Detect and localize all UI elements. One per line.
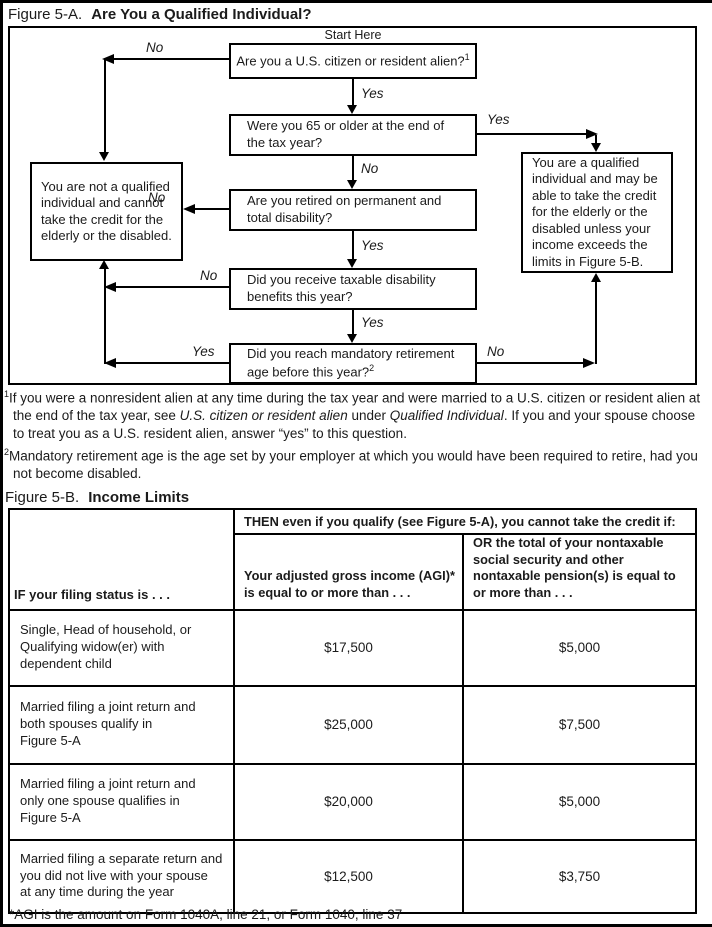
arrowhead-left-icon	[183, 204, 195, 214]
flow-question-age-65: Were you 65 or older at the end of the t…	[229, 114, 477, 156]
flow-result-not-qualified: You are not a qualified individual and c…	[30, 162, 183, 261]
no-label: No	[148, 190, 166, 205]
flow-question-disability-text: Are you retired on permanent and total d…	[247, 193, 442, 225]
figure-5a-label: Figure 5-A.	[8, 6, 83, 23]
flow-connector	[595, 282, 597, 364]
footnote-marker-1: 1	[464, 52, 470, 63]
figure-5a-heading: Are You a Qualified Individual?	[91, 6, 312, 23]
arrowhead-down-icon	[99, 152, 109, 161]
no-label: No	[361, 161, 379, 176]
filing-status-cell: Married filing a joint return and only o…	[8, 762, 235, 841]
flow-connector	[104, 268, 106, 364]
flow-result-qualified: You are a qualified individual and may b…	[521, 152, 673, 273]
nontaxable-limit-cell: $5,000	[462, 762, 697, 841]
agi-footnote: *AGI is the amount on Form 1040A, line 2…	[9, 907, 403, 922]
flow-connector	[352, 231, 354, 260]
flow-result-not-qualified-text: You are not a qualified individual and c…	[41, 178, 172, 244]
nontaxable-limit-cell: $3,750	[462, 838, 697, 914]
table-row: Single, Head of household, or Qualifying…	[8, 608, 697, 687]
arrowhead-right-icon	[583, 358, 595, 368]
yes-label: Yes	[361, 315, 384, 330]
arrowhead-down-icon	[591, 143, 601, 152]
filing-status-cell: Single, Head of household, or Qualifying…	[8, 608, 235, 687]
flow-connector	[477, 133, 588, 135]
flow-connector	[194, 208, 229, 210]
flow-connector	[352, 156, 354, 181]
flow-connector	[116, 286, 229, 288]
flow-question-mandatory-retirement-text: Did you reach mandatory retirement age b…	[247, 346, 455, 380]
flowchart-frame	[8, 26, 697, 385]
table-row: Married filing a joint return and only o…	[8, 762, 697, 841]
yes-label: Yes	[192, 344, 215, 359]
footnote-marker-2: 2	[369, 362, 375, 373]
scan-border-top	[0, 0, 712, 3]
flow-question-citizen: Are you a U.S. citizen or resident alien…	[229, 43, 477, 79]
then-header: THEN even if you qualify (see Figure 5-A…	[233, 508, 697, 535]
flow-question-mandatory-retirement: Did you reach mandatory retirement age b…	[229, 343, 477, 384]
scan-border-left	[0, 0, 3, 927]
filing-status-cell: Married filing a joint return and both s…	[8, 684, 235, 765]
arrowhead-down-icon	[347, 334, 357, 343]
footnote-2-marker: 2	[4, 447, 10, 457]
agi-limit-cell: $17,500	[233, 608, 464, 687]
flow-question-disability-benefits-text: Did you receive taxable disability benef…	[247, 272, 436, 304]
no-label: No	[146, 40, 164, 55]
flow-connector	[477, 362, 585, 364]
income-limits-table: IF your filing status is . . . THEN even…	[8, 508, 697, 914]
arrowhead-down-icon	[347, 180, 357, 189]
figure-5a-title: Figure 5-A. Are You a Qualified Individua…	[8, 6, 312, 23]
table-row: Married filing a joint return and both s…	[8, 684, 697, 765]
footnote-2: 2Mandatory retirement age is the age set…	[4, 447, 698, 482]
arrowhead-left-icon	[102, 54, 114, 64]
scan-border-bottom	[0, 924, 712, 927]
table-header-row: IF your filing status is . . . THEN even…	[8, 508, 697, 611]
flow-question-age-65-text: Were you 65 or older at the end of the t…	[247, 118, 445, 150]
arrowhead-right-icon	[586, 129, 598, 139]
table-row: Married filing a separate return and you…	[8, 838, 697, 914]
filing-status-header: IF your filing status is . . .	[8, 508, 235, 611]
arrowhead-left-icon	[104, 282, 116, 292]
flow-connector	[104, 59, 106, 153]
flow-connector	[352, 310, 354, 336]
arrowhead-left-icon	[104, 358, 116, 368]
arrowhead-down-icon	[347, 105, 357, 114]
nontaxable-header: OR the total of your nontaxable social s…	[462, 533, 697, 611]
flow-question-citizen-text: Are you a U.S. citizen or resident alien…	[236, 52, 470, 69]
figure-5b-heading: Income Limits	[88, 489, 190, 506]
flow-connector	[352, 79, 354, 108]
footnote-1: 1If you were a nonresident alien at any …	[4, 389, 701, 442]
no-label: No	[200, 268, 218, 283]
flow-connector	[595, 135, 597, 145]
start-here-label: Start Here	[324, 28, 382, 42]
table-subheader-row: Your adjusted gross income (AGI)* is equ…	[9, 533, 697, 611]
no-label: No	[487, 344, 505, 359]
flow-connector	[116, 362, 229, 364]
yes-label: Yes	[361, 238, 384, 253]
yes-label: Yes	[487, 112, 510, 127]
yes-label: Yes	[361, 86, 384, 101]
filing-status-cell: Married filing a separate return and you…	[8, 838, 235, 914]
nontaxable-limit-cell: $7,500	[462, 684, 697, 765]
flow-question-disability: Are you retired on permanent and total d…	[229, 189, 477, 231]
arrowhead-down-icon	[347, 259, 357, 268]
flow-result-qualified-text: You are a qualified individual and may b…	[532, 154, 658, 269]
agi-limit-cell: $12,500	[233, 838, 464, 914]
flow-question-disability-benefits: Did you receive taxable disability benef…	[229, 268, 477, 310]
agi-limit-cell: $20,000	[233, 762, 464, 841]
figure-5b-label: Figure 5-B.	[5, 489, 80, 506]
flow-connector	[114, 58, 229, 60]
arrowhead-up-icon	[591, 273, 601, 282]
footnote-1-marker: 1	[4, 389, 10, 399]
agi-header: Your adjusted gross income (AGI)* is equ…	[233, 533, 464, 611]
nontaxable-limit-cell: $5,000	[462, 608, 697, 687]
figure-5b-title: Figure 5-B. Income Limits	[5, 489, 189, 506]
arrowhead-up-icon	[99, 260, 109, 269]
agi-limit-cell: $25,000	[233, 684, 464, 765]
